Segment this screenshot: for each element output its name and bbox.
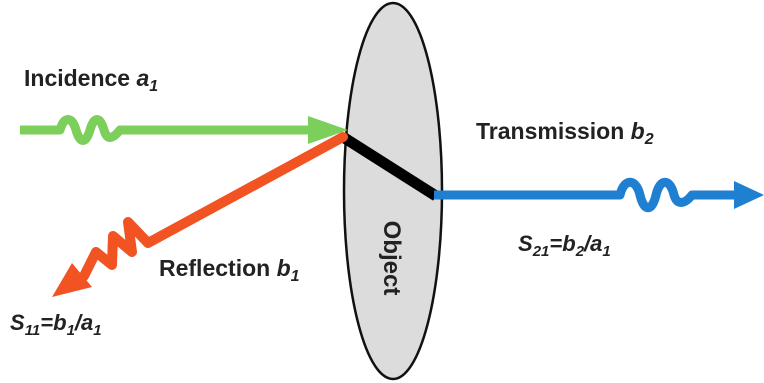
transmission-arrow bbox=[434, 177, 764, 213]
transmission-wave bbox=[434, 177, 740, 213]
object-label: Object bbox=[378, 221, 405, 296]
transmission-label: Transmission b2 bbox=[476, 118, 654, 148]
s21-formula: S21=b2/a1 bbox=[518, 231, 611, 260]
incidence-arrowhead bbox=[308, 116, 348, 144]
incidence-label: Incidence a1 bbox=[24, 65, 158, 95]
incidence-arrow bbox=[20, 115, 348, 145]
s11-formula: S11=b1/a1 bbox=[10, 310, 102, 339]
reflection-arrow bbox=[52, 132, 348, 297]
incidence-wave bbox=[20, 115, 312, 145]
transmission-arrowhead bbox=[734, 181, 764, 209]
reflection-arrowhead bbox=[52, 263, 92, 297]
internal-path bbox=[340, 132, 439, 201]
reflection-wave bbox=[79, 132, 348, 281]
reflection-label: Reflection b1 bbox=[159, 255, 300, 285]
